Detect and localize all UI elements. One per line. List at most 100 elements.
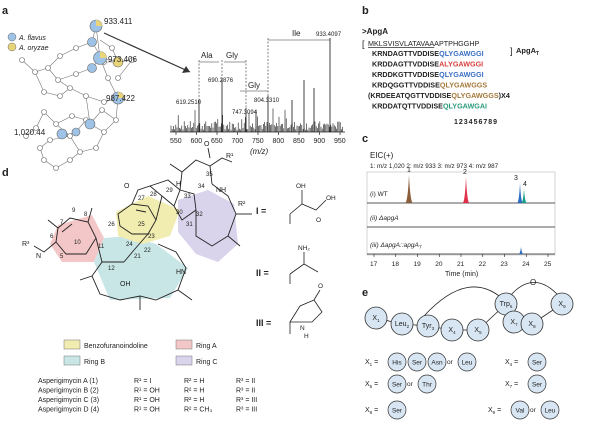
- option-label: Asn: [431, 360, 443, 367]
- eic-tick-label: 23: [501, 261, 509, 268]
- ring-legend: Benzofuranoindoline Ring A Ring B Ring C: [63, 339, 217, 366]
- atom-10: 10: [74, 240, 81, 246]
- structure-heteroatom-labels: R¹ R² R³ O O OH NH HN N H: [22, 141, 246, 288]
- atom-28: 28: [150, 192, 157, 198]
- option-or: or: [447, 359, 454, 366]
- atom-31: 31: [186, 222, 193, 228]
- sequence-row: KRDDKGTTVDDISEQLYGAWGGI: [372, 70, 484, 79]
- svg-text:Ring C: Ring C: [196, 359, 217, 366]
- ms-tick-label: 700: [232, 138, 244, 145]
- ring-node-label: Leu2: [395, 321, 410, 329]
- svg-text:O: O: [316, 217, 321, 224]
- option-label: His: [392, 360, 402, 367]
- svg-text:II =: II =: [256, 268, 269, 278]
- core-numbering: 123456789: [454, 119, 498, 126]
- atom-33: 33: [184, 194, 191, 200]
- precursor-title: >ApgA: [362, 27, 388, 36]
- panel-label-a: a: [2, 5, 9, 17]
- peak-label-1: 1: [407, 167, 411, 174]
- ring-node: [416, 314, 440, 338]
- sequence-rows: KRNDAGTTVDDISEQLYGAWGGIKRDDAGTTVDDISEALY…: [368, 49, 510, 111]
- eic-tick-label: 22: [479, 261, 487, 268]
- node-label-973: 973.406: [108, 55, 137, 64]
- ring-node-label: X1: [372, 315, 380, 323]
- option-node: [407, 352, 427, 372]
- panel-label-d: d: [2, 167, 9, 179]
- compound-r2: R² = H: [184, 378, 204, 385]
- svg-text:NH₂: NH₂: [298, 245, 310, 252]
- compound-r1: R¹ = I: [134, 378, 151, 385]
- r1-label: R¹: [226, 153, 234, 160]
- atom-35: 35: [206, 172, 213, 178]
- option-label: Thr: [422, 382, 433, 389]
- node-label-1020: 1,020.44: [14, 128, 46, 137]
- signal-underlined: MKLSVISVLATAVAA: [368, 39, 434, 48]
- sequence-row: KRDDAGTTVDDISEALYGAWGGI: [372, 60, 483, 69]
- compound-r3: R³ = II: [236, 388, 255, 395]
- compound-r2: R² = CH₃: [184, 407, 212, 414]
- svg-text:III =: III =: [256, 318, 271, 328]
- eic-peak-3: [517, 183, 523, 203]
- option-node: [457, 352, 477, 372]
- compound-r1: R¹ = OH: [134, 407, 160, 414]
- ring-node: [364, 306, 388, 330]
- svg-text:Ring B: Ring B: [84, 359, 105, 366]
- atom-21: 21: [134, 254, 141, 260]
- trace-wt: (i) WT: [370, 191, 388, 198]
- fragment-gly-2: Gly: [248, 81, 260, 90]
- svg-text:O: O: [318, 283, 323, 290]
- option-position: X7 =: [505, 381, 518, 389]
- atom-34: 34: [198, 184, 205, 190]
- ring-node: [466, 318, 490, 342]
- compound-name: Asperigimycin B (2): [38, 388, 99, 395]
- option-label: Ser: [412, 360, 423, 367]
- peak-label-619: 619.2510: [176, 100, 202, 106]
- hn-label: HN: [176, 269, 186, 276]
- option-node: [387, 374, 407, 394]
- option-node: [510, 400, 530, 420]
- compound-r3: R³ = III: [236, 407, 257, 414]
- sequence-row: KRDDATQTTVDDISEQLYGAWGAI: [372, 102, 487, 111]
- benzofuranoindoline-region: [116, 196, 180, 244]
- substituent-iii: III = O N H: [256, 283, 323, 340]
- structure-bonds: [33, 147, 252, 310]
- bracket-close: ]: [510, 46, 513, 56]
- node-label-987: 987.422: [106, 94, 135, 103]
- option-node: [387, 352, 407, 372]
- apga-t-label: ApgAT: [516, 46, 539, 57]
- compound-name: Asperigimycin D (4): [38, 407, 99, 414]
- precursor-sequence: [ MKLSVISVLATAVAAAPTPHGGHP KRNDAGTTVDDIS…: [362, 39, 539, 126]
- eic-tick-label: 19: [414, 261, 422, 268]
- option-or: or: [407, 381, 414, 388]
- ring-node: [390, 312, 414, 336]
- eic-tick-label: 25: [544, 261, 552, 268]
- eic-tick-label: 20: [435, 261, 443, 268]
- fragment-gly-1: Gly: [226, 51, 238, 60]
- substituent-ii: II = NH₂: [256, 245, 319, 284]
- option-position: X8 =: [365, 407, 378, 415]
- eic-tick-label: 18: [392, 261, 400, 268]
- option-label: Ser: [392, 408, 403, 415]
- peak-label-804: 804.3310: [254, 98, 280, 104]
- carbonyl-o-top: O: [204, 141, 210, 148]
- ring-node: [520, 312, 544, 336]
- ms-tick-label: 600: [191, 138, 203, 145]
- compound-r1: R¹ = OH: [134, 397, 160, 404]
- svg-text:H: H: [304, 333, 309, 340]
- option-node: [387, 400, 407, 420]
- atom-26: 26: [108, 222, 115, 228]
- ring-node: [440, 318, 464, 342]
- option-label: Ser: [392, 382, 403, 389]
- ring-node-label: X7: [510, 319, 518, 327]
- eic-legend: 1: m/z 1,020 2: m/z 933 3: m/z 973 4: m/…: [370, 163, 499, 170]
- r3-label: R³: [22, 241, 30, 248]
- ring-b-region: [94, 236, 188, 300]
- peak-label-747: 747.3094: [232, 110, 258, 116]
- option-label: Leu: [462, 360, 473, 367]
- ms-tick-label: 850: [293, 138, 305, 145]
- svg-text:I =: I =: [256, 206, 266, 216]
- svg-text:OH: OH: [296, 183, 306, 190]
